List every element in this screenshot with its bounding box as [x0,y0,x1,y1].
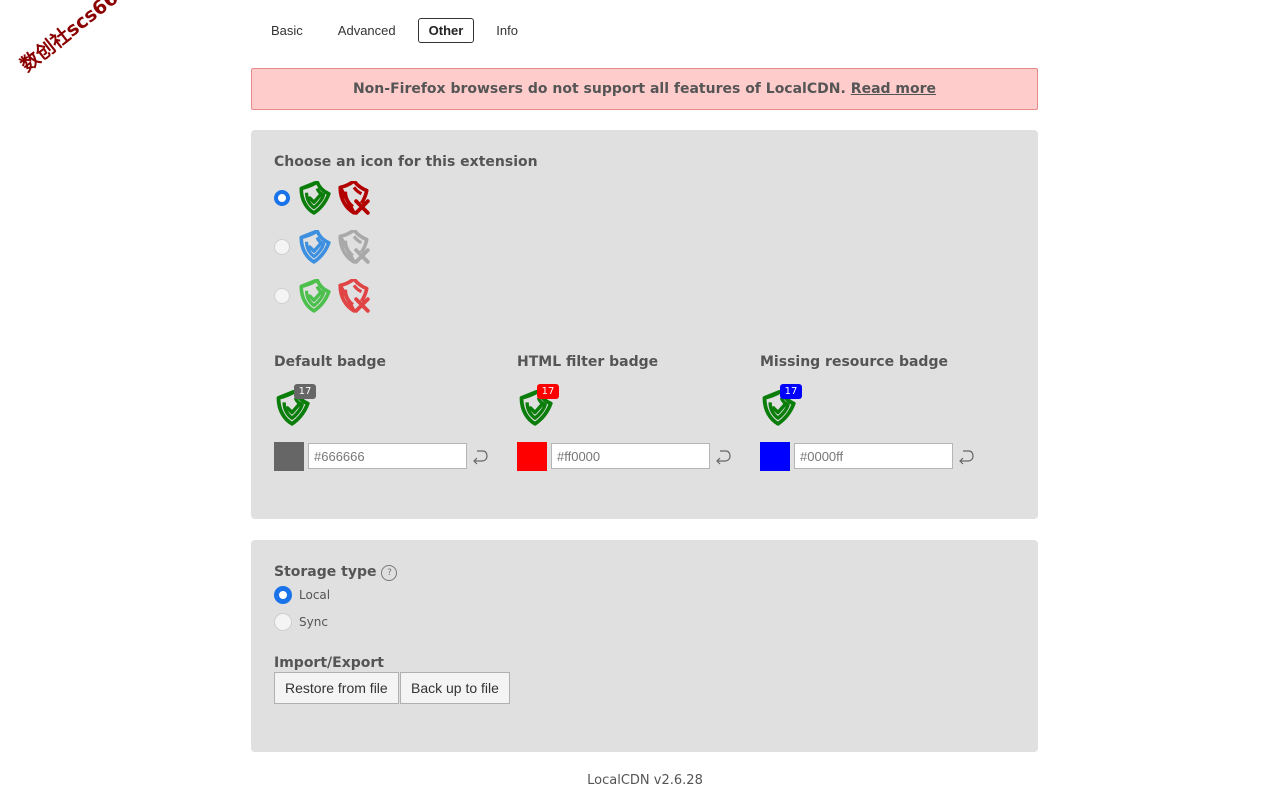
reset-icon[interactable] [957,447,975,465]
storage-type-heading: Storage type? [274,564,398,581]
html-filter-badge-title: HTML filter badge [517,354,659,370]
tab-other[interactable]: Other [417,17,475,43]
icon-option-2[interactable] [274,230,371,264]
storage-sync-label: Sync [299,615,328,629]
storage-local-label: Local [299,588,331,602]
icon-choice-heading: Choose an icon for this extension [274,154,538,170]
storage-option-local[interactable]: Local [274,586,330,604]
default-badge-color-swatch[interactable] [274,442,304,471]
shield-x-icon [337,181,371,215]
default-badge-title: Default badge [274,354,386,370]
read-more-link[interactable]: Read more [850,81,937,97]
shield-check-icon [297,279,331,313]
browser-warning-banner: Non-Firefox browsers do not support all … [251,68,1038,110]
missing-resource-badge-title: Missing resource badge [760,354,948,370]
missing-resource-badge-color-input[interactable] [794,443,953,469]
tab-basic[interactable]: Basic [271,22,303,38]
shield-x-icon [337,279,371,313]
storage-panel: Storage type? Local Sync Import/Export R… [251,540,1038,752]
import-export-heading: Import/Export [274,655,384,671]
icon-option-3[interactable] [274,279,371,313]
shield-x-icon [337,230,371,264]
warning-text: Non-Firefox browsers do not support all … [352,81,846,97]
icon-option-1[interactable] [274,181,371,215]
reset-icon[interactable] [714,447,732,465]
missing-resource-badge-color-swatch[interactable] [760,442,790,471]
icon-option-1-radio[interactable] [274,190,290,206]
badge-count: 17 [294,384,316,399]
tab-bar: Basic Advanced Other Info [258,16,540,44]
shield-check-icon [297,181,331,215]
watermark: 数创社scs66 [16,0,123,77]
restore-from-file-button[interactable]: Restore from file [274,672,399,704]
icon-option-3-radio[interactable] [274,288,290,304]
appearance-panel: Choose an icon for this extension Defaul… [251,130,1038,519]
html-filter-badge-color-input[interactable] [551,443,710,469]
back-up-to-file-button[interactable]: Back up to file [400,672,510,704]
html-filter-badge-preview: 17 [517,384,561,428]
storage-type-label: Storage type [274,564,377,580]
default-badge-color-input[interactable] [308,443,467,469]
shield-check-icon [297,230,331,264]
html-filter-badge-color-swatch[interactable] [517,442,547,471]
icon-option-2-radio[interactable] [274,239,290,255]
storage-local-radio[interactable] [274,586,292,604]
default-badge-preview: 17 [274,384,318,428]
storage-sync-radio[interactable] [274,613,292,631]
badge-count: 17 [780,384,802,399]
reset-icon[interactable] [471,447,489,465]
tab-info[interactable]: Info [496,22,518,38]
question-circle-icon[interactable]: ? [381,565,398,581]
version-footer: LocalCDN v2.6.28 [587,773,703,788]
badge-count: 17 [537,384,559,399]
tab-advanced[interactable]: Advanced [337,22,396,38]
storage-option-sync[interactable]: Sync [274,613,328,631]
missing-resource-badge-preview: 17 [760,384,804,428]
